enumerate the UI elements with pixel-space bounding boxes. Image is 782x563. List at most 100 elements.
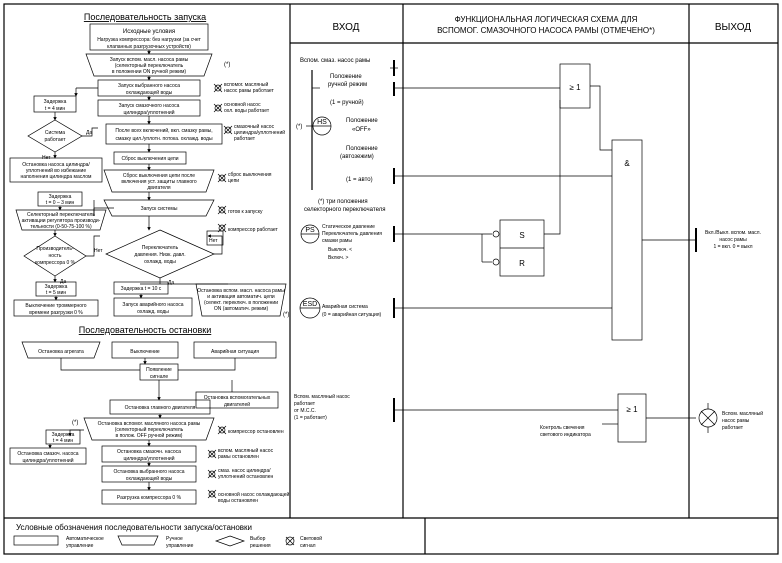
stop-aux-pump-auto-line2: и активация автоматич. цепи — [207, 294, 275, 300]
stop-delay-4min-box — [45, 429, 81, 445]
start-aux-pump-box — [85, 53, 213, 77]
header: Последовательность запуска ВХОД ФУНКЦИОН… — [84, 12, 751, 35]
start-cyl-lube-pump-line1: Запуск смазочного насоса — [119, 103, 180, 109]
capacity-zero-line2: ность — [49, 253, 62, 259]
cyl-lube-running-note2: цилиндра/уплотнений — [234, 129, 285, 136]
cooling-pump-running-lamp-icon — [213, 103, 223, 113]
sr-r-label: R — [519, 259, 525, 268]
stop-aux-pump-line2: (селекторный переключатель — [115, 426, 184, 433]
output-lamp-icon — [698, 403, 718, 433]
esd-sensor-icon — [299, 297, 321, 319]
stop-aux-pump-box — [83, 417, 215, 441]
capacity-selector-line2: активации регулятора производи- — [22, 218, 101, 224]
aux-pump-running-note2: насос рамы работает — [224, 88, 274, 94]
system-running-line1: Система — [45, 130, 65, 136]
start-cyl-lube-pump-line2: цилиндра/уплотнений — [123, 109, 174, 116]
stop-aux-motors-line2: двигателей — [224, 401, 250, 408]
output-2-line3: работает — [722, 425, 744, 431]
stop-aux-pump-line1: Остановка вспомог. масляного насоса рамы — [98, 421, 201, 427]
reset-after-protection-line2: включения уст. защиты главного — [121, 179, 197, 185]
and-gate-label: & — [624, 159, 630, 168]
mcc-line2: работает — [294, 401, 316, 407]
cyl-lube-running-note1: смазочный насос — [234, 123, 275, 130]
cooling-pump-running-note2: охл. воды работает — [224, 108, 270, 114]
hs-label: HS — [317, 119, 327, 126]
stop-lube-pump-line1: Остановка смазочн. насоса — [117, 449, 181, 455]
output-1-line3: 1 = вкл. 0 = выкл — [714, 244, 753, 250]
sr-s-label: S — [519, 231, 524, 240]
aux-pump-running-note1: вспомог. масляный — [224, 81, 268, 88]
capacity-zero-line1: Производитель- — [36, 246, 74, 252]
pressure-switch-line1: Переключатель — [142, 245, 179, 251]
signal-appearance-line2: сигнале — [150, 374, 169, 380]
ps-off: Выключ. < — [328, 247, 352, 253]
delay-5min-line2: t = 5 мин — [46, 290, 66, 296]
stop-unit-text: Остановка агрегата — [38, 349, 84, 355]
emergency-pump-line1: Запуск аварийного насоса — [122, 301, 183, 308]
stop-off-text: Выключение — [130, 349, 160, 355]
ready-note: готов к запуску — [228, 209, 263, 215]
output-2-line1: Вспом. масляный — [722, 410, 763, 417]
initial-conditions-line3: клапанных разгрузочных устройств) — [107, 43, 191, 50]
cyl-lube-running-lamp-icon — [223, 125, 233, 135]
after-all-on-line2: смазку цил./уплотн. потока. охлажд. воды — [115, 136, 213, 142]
pressure-switch-yes: Да — [168, 280, 174, 286]
mcc-line3: от M.C.C. — [294, 408, 316, 414]
legend-manual-line2: управление — [166, 543, 194, 549]
reset-trip-box — [113, 151, 187, 165]
cyl-lube-stopped-note1: смаз. насос цилиндра/ — [218, 468, 271, 474]
inputs: Вспом. смаз. насос рамы Положение ручной… — [294, 58, 385, 421]
esd-line1: Аварийная система — [322, 303, 368, 310]
emergency-pump-box — [113, 297, 193, 317]
capacity-selector-line1: Селекторный переключатель — [27, 211, 95, 218]
reset-after-protection-line3: двигателя — [147, 185, 171, 191]
stop-cooling-pump-line2: охлаждающей воды — [126, 475, 173, 482]
output-title: ВЫХОД — [715, 22, 751, 33]
capacity-zero-no: Нет — [94, 248, 103, 254]
capacity-selector-box — [15, 209, 107, 231]
cyl-lube-stopped-note2: уплотнений остановлен — [218, 473, 273, 480]
output-1-line1: Вкл./Выкл. вспом. масл. — [705, 230, 761, 236]
reset-trip-text: Сброс выключения цепи — [121, 156, 178, 162]
cooling-pump-stopped-note2: воды остановлен — [218, 498, 258, 504]
legend-auto-symbol — [13, 535, 59, 546]
pressure-switch-no-box — [206, 230, 224, 246]
or-gate-2 — [617, 393, 647, 443]
after-all-on-box — [105, 123, 223, 145]
input-title: ВХОД — [333, 22, 360, 33]
stop-cyl-pump-line2: уплотнений во избежание — [26, 167, 86, 174]
frame — [3, 3, 779, 555]
legend-signal-line2: сигнал — [300, 543, 316, 549]
delay-4min-line2: t = 4 мин — [45, 106, 65, 112]
cyl-lube-stopped-lamp-icon — [207, 469, 217, 479]
legend-choice-line2: решения — [250, 543, 271, 549]
start-aux-pump-line2: (селекторный переключатель — [115, 62, 184, 69]
reset-trip-note1: сброс выключения — [228, 172, 272, 178]
start-cooling-pump-line1: Запуск выбранного насоса — [118, 83, 180, 89]
legend-manual-symbol — [117, 535, 159, 546]
reset-after-protection-line1: Сброс выключения цепи после — [123, 173, 195, 179]
outputs: Вкл./Выкл. вспом. масл. насос рамы 1 = в… — [698, 230, 763, 433]
start-aux-pump-line1: Запуск вспом. масл. насоса рамы — [110, 57, 189, 63]
output-2-line2: насос рамы — [722, 418, 750, 424]
delay-0-3min-line2: t = 0 – 3 мин — [46, 200, 75, 206]
compressor-stopped-note: компрессор остановлен — [228, 429, 284, 435]
stop-aux-pump-auto-line1: Остановка вспом. масл. насоса рамы — [197, 288, 285, 294]
legend-title: Условные обозначения последовательности … — [16, 523, 252, 532]
system-start-box — [103, 199, 215, 217]
cooling-pump-stopped-note1: основной насос охлаждающей — [218, 491, 290, 498]
start-sequence-title: Последовательность запуска — [84, 12, 206, 22]
lamp-check-line2: светового индикатора — [540, 432, 591, 438]
input-pump-label: Вспом. смаз. насос рамы — [300, 58, 370, 64]
stop-main-motor-text: Остановка главного двигателя — [125, 405, 196, 411]
legend-signal-lamp-icon — [285, 536, 295, 546]
stop-cooling-pump-line1: Остановка выбранного насоса — [113, 469, 184, 475]
aux-pump-stopped-note2: рамы остановлен — [218, 454, 259, 460]
ps-label: PS — [305, 227, 315, 234]
mcc-line4: (1 = работает) — [294, 415, 327, 421]
system-running-decision — [27, 119, 83, 153]
logic-title-line2: ВСПОМОГ. СМАЗОЧНОГО НАСОСА РАМЫ (ОТМЕЧЕН… — [437, 26, 655, 35]
aux-pump-stopped-lamp-icon — [207, 449, 217, 459]
cyl-lube-running-note3: работает — [234, 136, 256, 142]
